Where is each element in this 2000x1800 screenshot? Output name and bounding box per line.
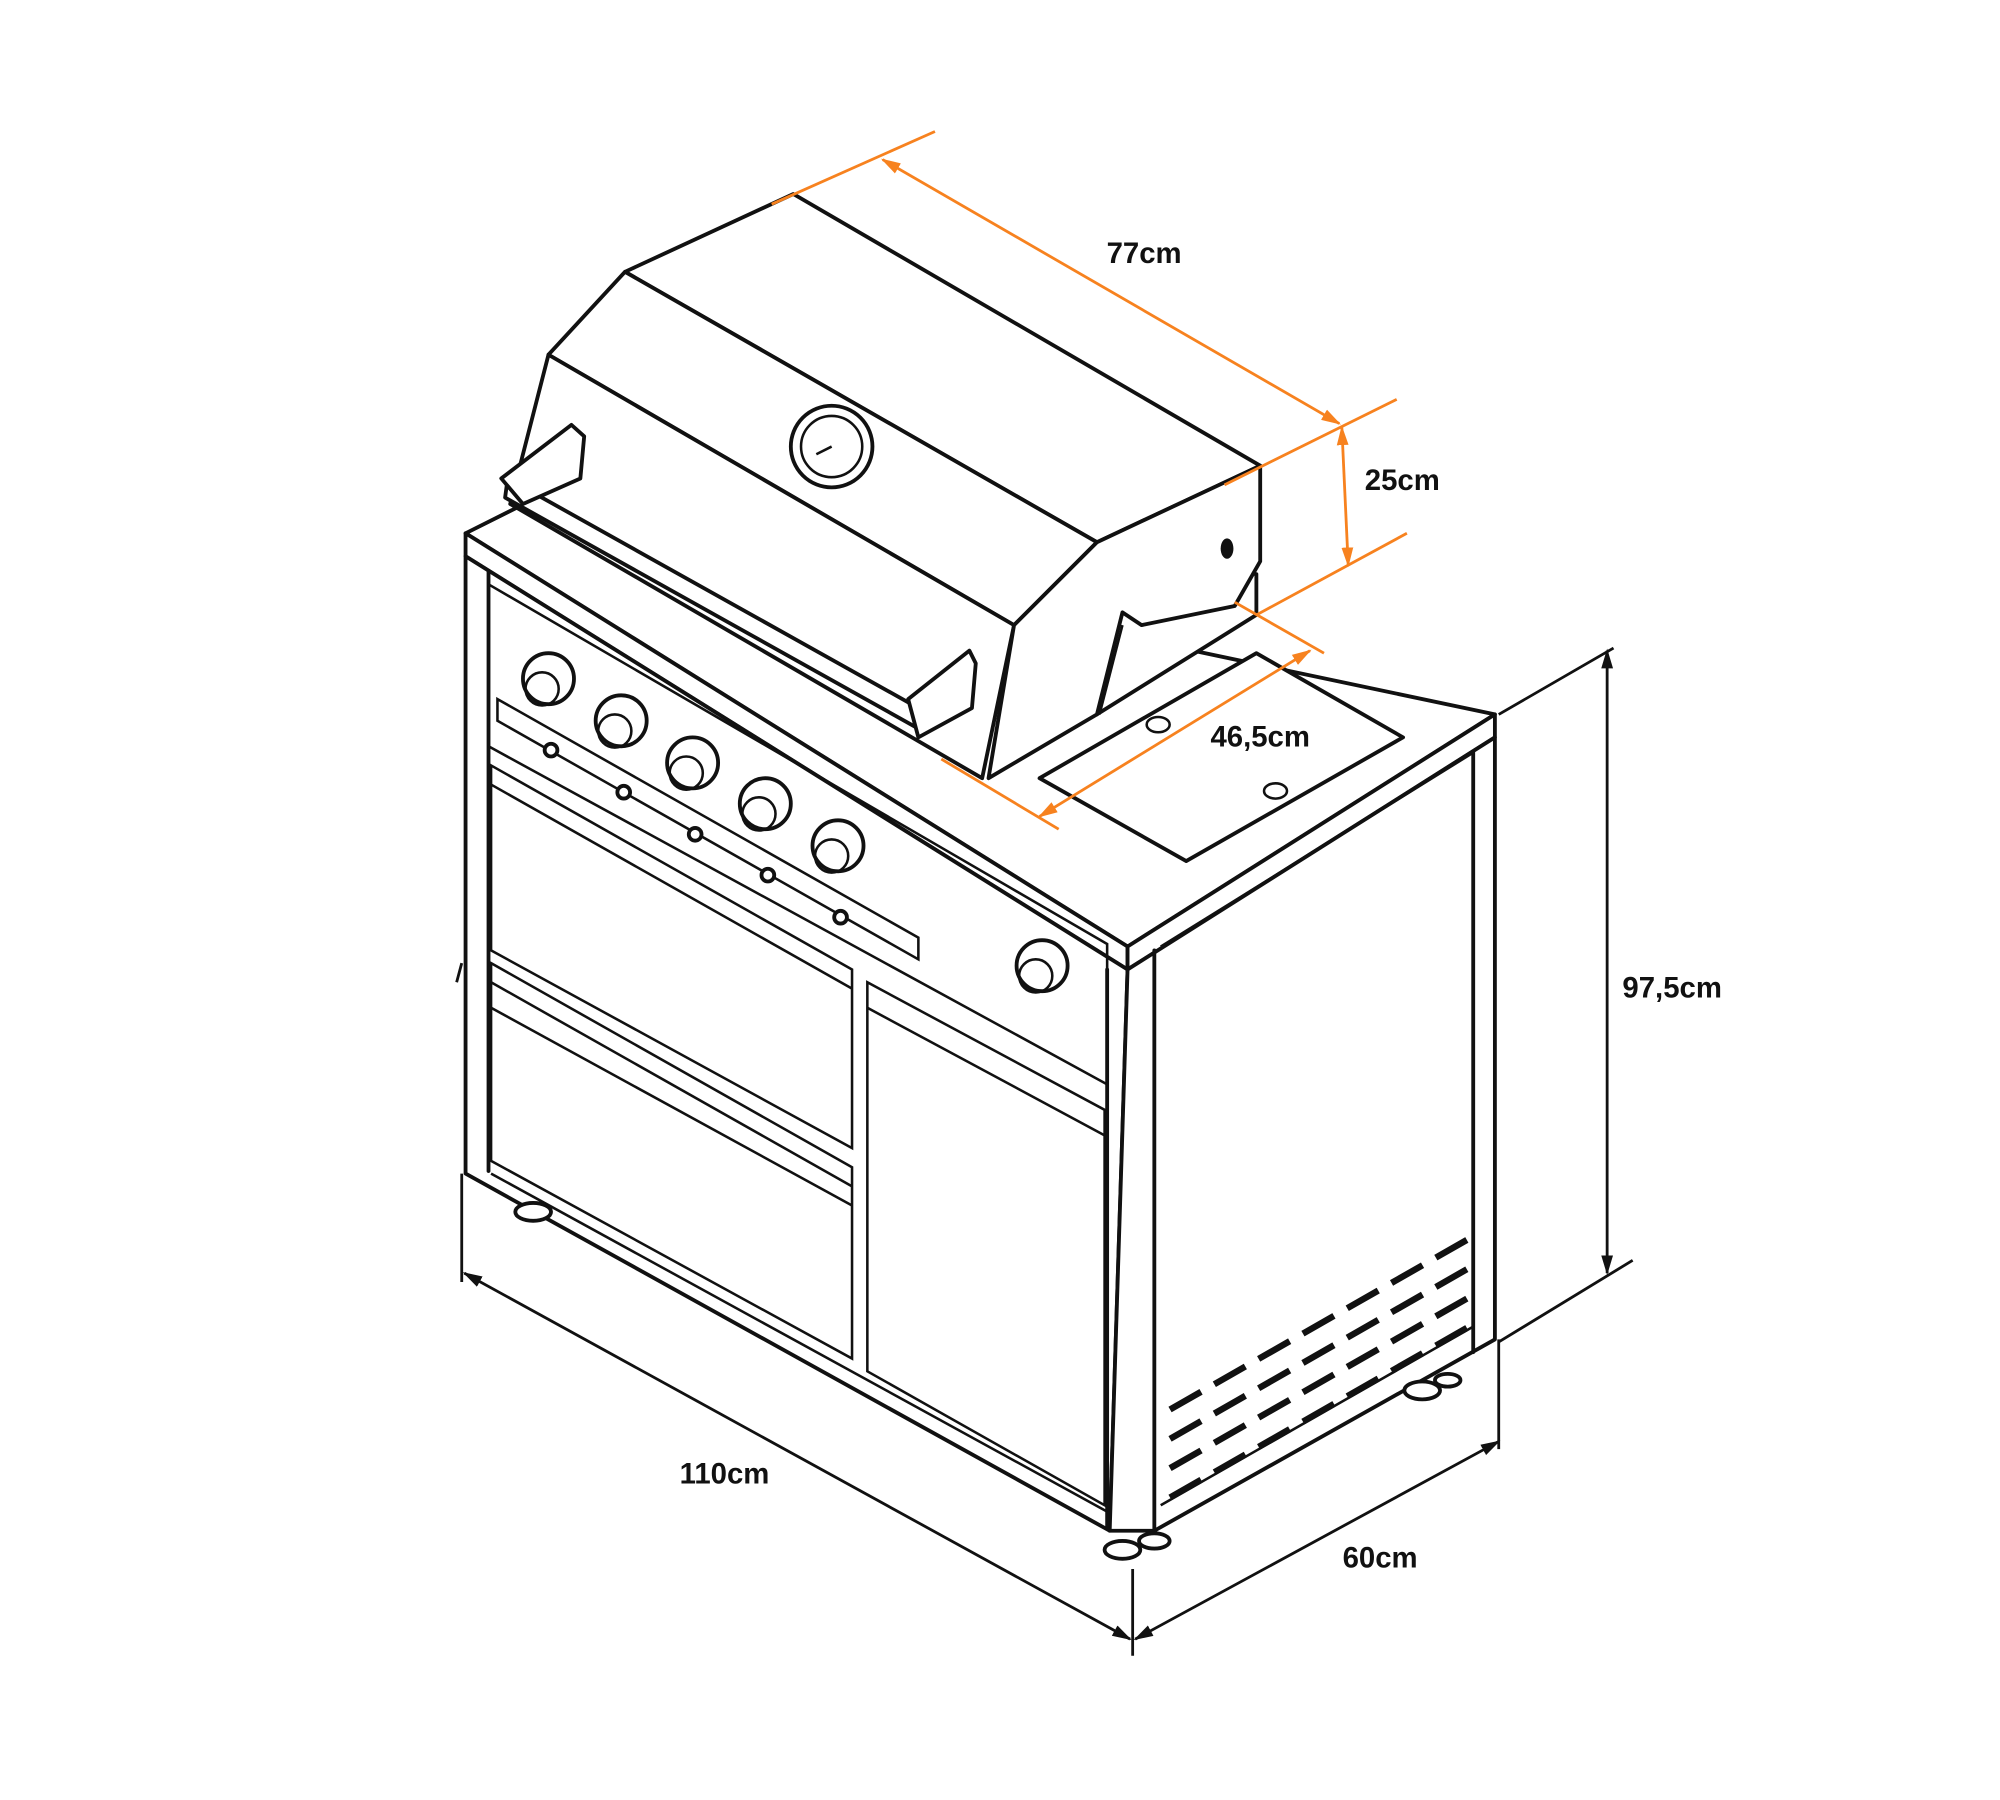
knob bbox=[810, 818, 866, 926]
hood-height-dimension bbox=[1255, 425, 1408, 617]
total-height-dimension bbox=[1497, 646, 1634, 1344]
foot bbox=[1402, 1379, 1442, 1402]
knob bbox=[521, 651, 576, 759]
hood-depth-dimension bbox=[771, 130, 1398, 487]
cabinet bbox=[463, 505, 1497, 1561]
side-burner-knob bbox=[1014, 938, 1070, 994]
foot bbox=[513, 1201, 553, 1223]
drawer-top bbox=[489, 763, 854, 1151]
knob bbox=[665, 735, 721, 843]
hood-height-label: 25cm bbox=[1365, 464, 1440, 497]
handle-bracket-left bbox=[499, 422, 587, 506]
hood-depth-label: 77cm bbox=[1107, 237, 1182, 270]
side-burner-dimension bbox=[940, 600, 1325, 831]
control-panel bbox=[487, 582, 1109, 1087]
knobs bbox=[521, 651, 1070, 994]
foot bbox=[1433, 1371, 1463, 1389]
total-width-label: 110cm bbox=[680, 1458, 770, 1491]
total-height-label: 97,5cm bbox=[1622, 972, 1721, 1005]
total-depth-dimension bbox=[1133, 1339, 1501, 1641]
grill-hood bbox=[499, 192, 1263, 781]
handle-bracket-right bbox=[906, 648, 978, 740]
hood-side-hole bbox=[1220, 538, 1234, 559]
knob bbox=[737, 776, 793, 884]
total-depth-label: 60cm bbox=[1343, 1542, 1418, 1575]
knob-rail bbox=[496, 696, 920, 962]
total-width-dimension bbox=[455, 962, 1135, 1656]
side-burner-label: 46,5cm bbox=[1210, 720, 1309, 753]
side-vents bbox=[1161, 1237, 1469, 1505]
foot bbox=[1137, 1531, 1172, 1551]
hood-lower-front bbox=[508, 352, 1016, 781]
knob bbox=[593, 693, 649, 801]
foot bbox=[1102, 1539, 1143, 1561]
